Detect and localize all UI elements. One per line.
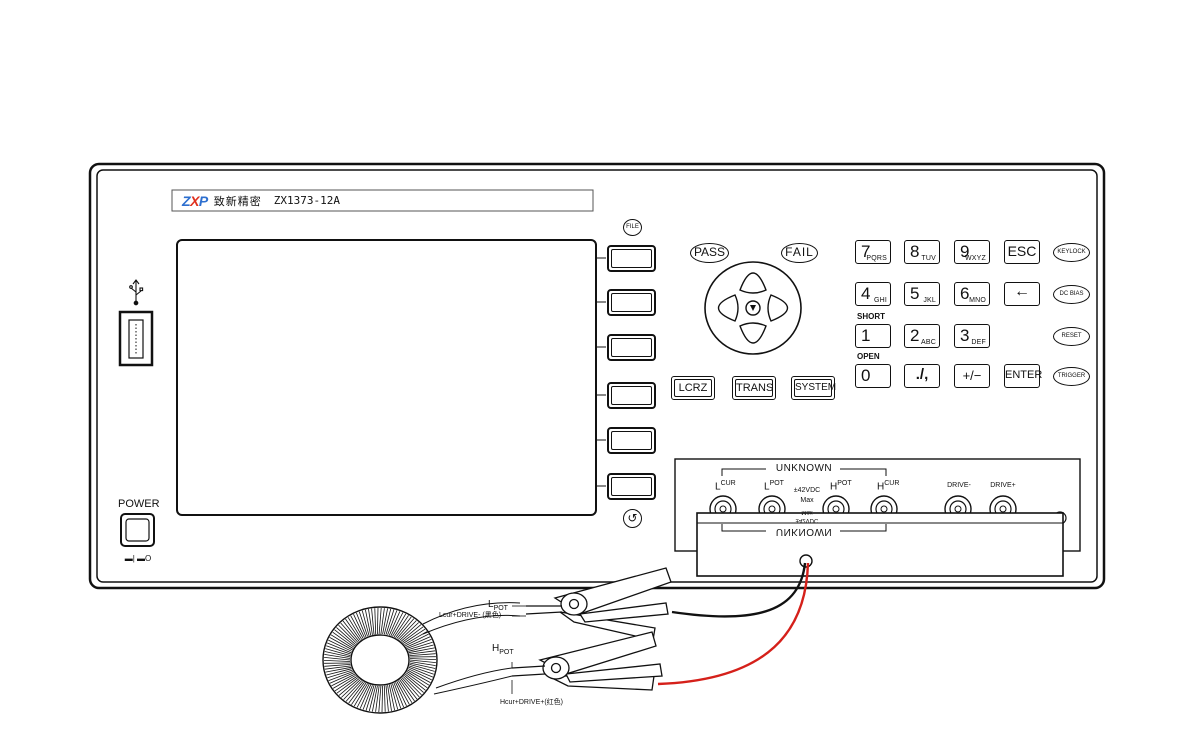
nav-left-key xyxy=(717,294,739,322)
return-button[interactable]: ↺ xyxy=(623,509,642,528)
max-label: Max xyxy=(800,497,814,504)
lcd-screen xyxy=(176,239,597,516)
h-wire-desc: Hcur+DRIVE+(红色) xyxy=(500,699,564,706)
brand-name-cn: 致新精密 xyxy=(213,194,262,208)
keylock-button[interactable]: KEYLOCK xyxy=(1053,243,1090,262)
nav-right-button[interactable] xyxy=(770,296,798,320)
enter-key[interactable]: ENTER xyxy=(1004,364,1042,388)
softkey-6[interactable] xyxy=(607,473,656,500)
model-name: ZX1373-12A xyxy=(273,194,340,207)
nav-down-key xyxy=(739,322,767,344)
fixture-unknown-label: UNKNOWN xyxy=(768,526,840,537)
fixture-cable-exit xyxy=(799,554,813,568)
front-panel-outline xyxy=(96,169,1098,583)
trigger-button[interactable]: TRIGGER xyxy=(1053,367,1090,386)
drive-plus-label: DRIVE+ xyxy=(990,482,1016,489)
nav-enter-button[interactable] xyxy=(746,301,760,315)
nav-left-button[interactable] xyxy=(708,296,736,320)
kelvin-clip-h xyxy=(511,631,663,691)
trans-button[interactable]: TRANS xyxy=(732,376,776,400)
key-1[interactable]: 1 xyxy=(855,324,891,348)
power-state-icons: ▬| ▬O xyxy=(124,554,152,563)
coil-leads xyxy=(422,602,521,695)
test-fixture xyxy=(696,512,1064,577)
sign-key[interactable]: +/− xyxy=(954,364,990,388)
system-button[interactable]: SYSTEM xyxy=(791,376,836,400)
max-voltage-label: ±42VDC xyxy=(793,487,821,494)
l-pot-label: LPOT xyxy=(488,599,508,612)
fixture-voltage-label: ±42VDC xyxy=(795,517,819,523)
toroid-core xyxy=(322,606,438,714)
key-0[interactable]: 0 xyxy=(855,364,891,388)
fail-indicator: FAIL xyxy=(781,243,818,263)
nav-down-button[interactable] xyxy=(741,325,765,353)
hpot-label: HPOT xyxy=(830,480,852,493)
l-wire-desc: Lcur+DRIVE- (黑色) xyxy=(439,612,502,619)
open-label: OPEN xyxy=(857,352,880,361)
softkey-2[interactable] xyxy=(607,289,656,316)
fixture-max-label: Max xyxy=(801,509,813,515)
dc-bias-button[interactable]: DC BIAS xyxy=(1053,285,1090,304)
lcur-label: LCUR xyxy=(715,480,736,493)
black-cable xyxy=(671,562,807,618)
file-button[interactable]: FILE xyxy=(623,219,642,236)
softkey-1[interactable] xyxy=(607,245,656,272)
decimal-key[interactable]: ./, xyxy=(904,364,940,388)
hcur-label: HCUR xyxy=(877,480,900,493)
nav-up-button[interactable] xyxy=(741,263,765,291)
nav-right-key xyxy=(767,294,789,322)
nav-up-key xyxy=(739,272,767,294)
short-label: SHORT xyxy=(857,312,885,321)
softkey-3[interactable] xyxy=(607,334,656,361)
softkey-leaders xyxy=(596,257,606,487)
zxp-logo: ZXP xyxy=(182,192,208,209)
lpot-label: LPOT xyxy=(764,480,784,493)
usb-icon xyxy=(129,279,144,306)
h-pot-label: HPOT xyxy=(492,643,514,656)
softkey-5[interactable] xyxy=(607,427,656,454)
esc-key[interactable]: ESC xyxy=(1004,240,1040,264)
reset-button[interactable]: RESET xyxy=(1053,327,1090,346)
brand-label: ZXP 致新精密 ZX1373-12A xyxy=(182,192,340,209)
power-label: POWER xyxy=(118,498,160,510)
power-button[interactable] xyxy=(121,514,154,546)
power-button-outline xyxy=(120,513,155,547)
pass-indicator: PASS xyxy=(690,243,729,263)
unknown-label: UNKNOWN xyxy=(768,463,840,474)
backspace-icon: ← xyxy=(1014,283,1030,300)
softkey-4[interactable] xyxy=(607,382,656,409)
red-cable xyxy=(657,562,810,686)
label-strip xyxy=(171,189,594,212)
return-icon: ↺ xyxy=(627,511,638,525)
drive-minus-label: DRIVE- xyxy=(947,482,971,489)
lcrz-button[interactable]: LCRZ xyxy=(671,376,715,400)
backspace-key[interactable]: ← xyxy=(1004,282,1040,306)
